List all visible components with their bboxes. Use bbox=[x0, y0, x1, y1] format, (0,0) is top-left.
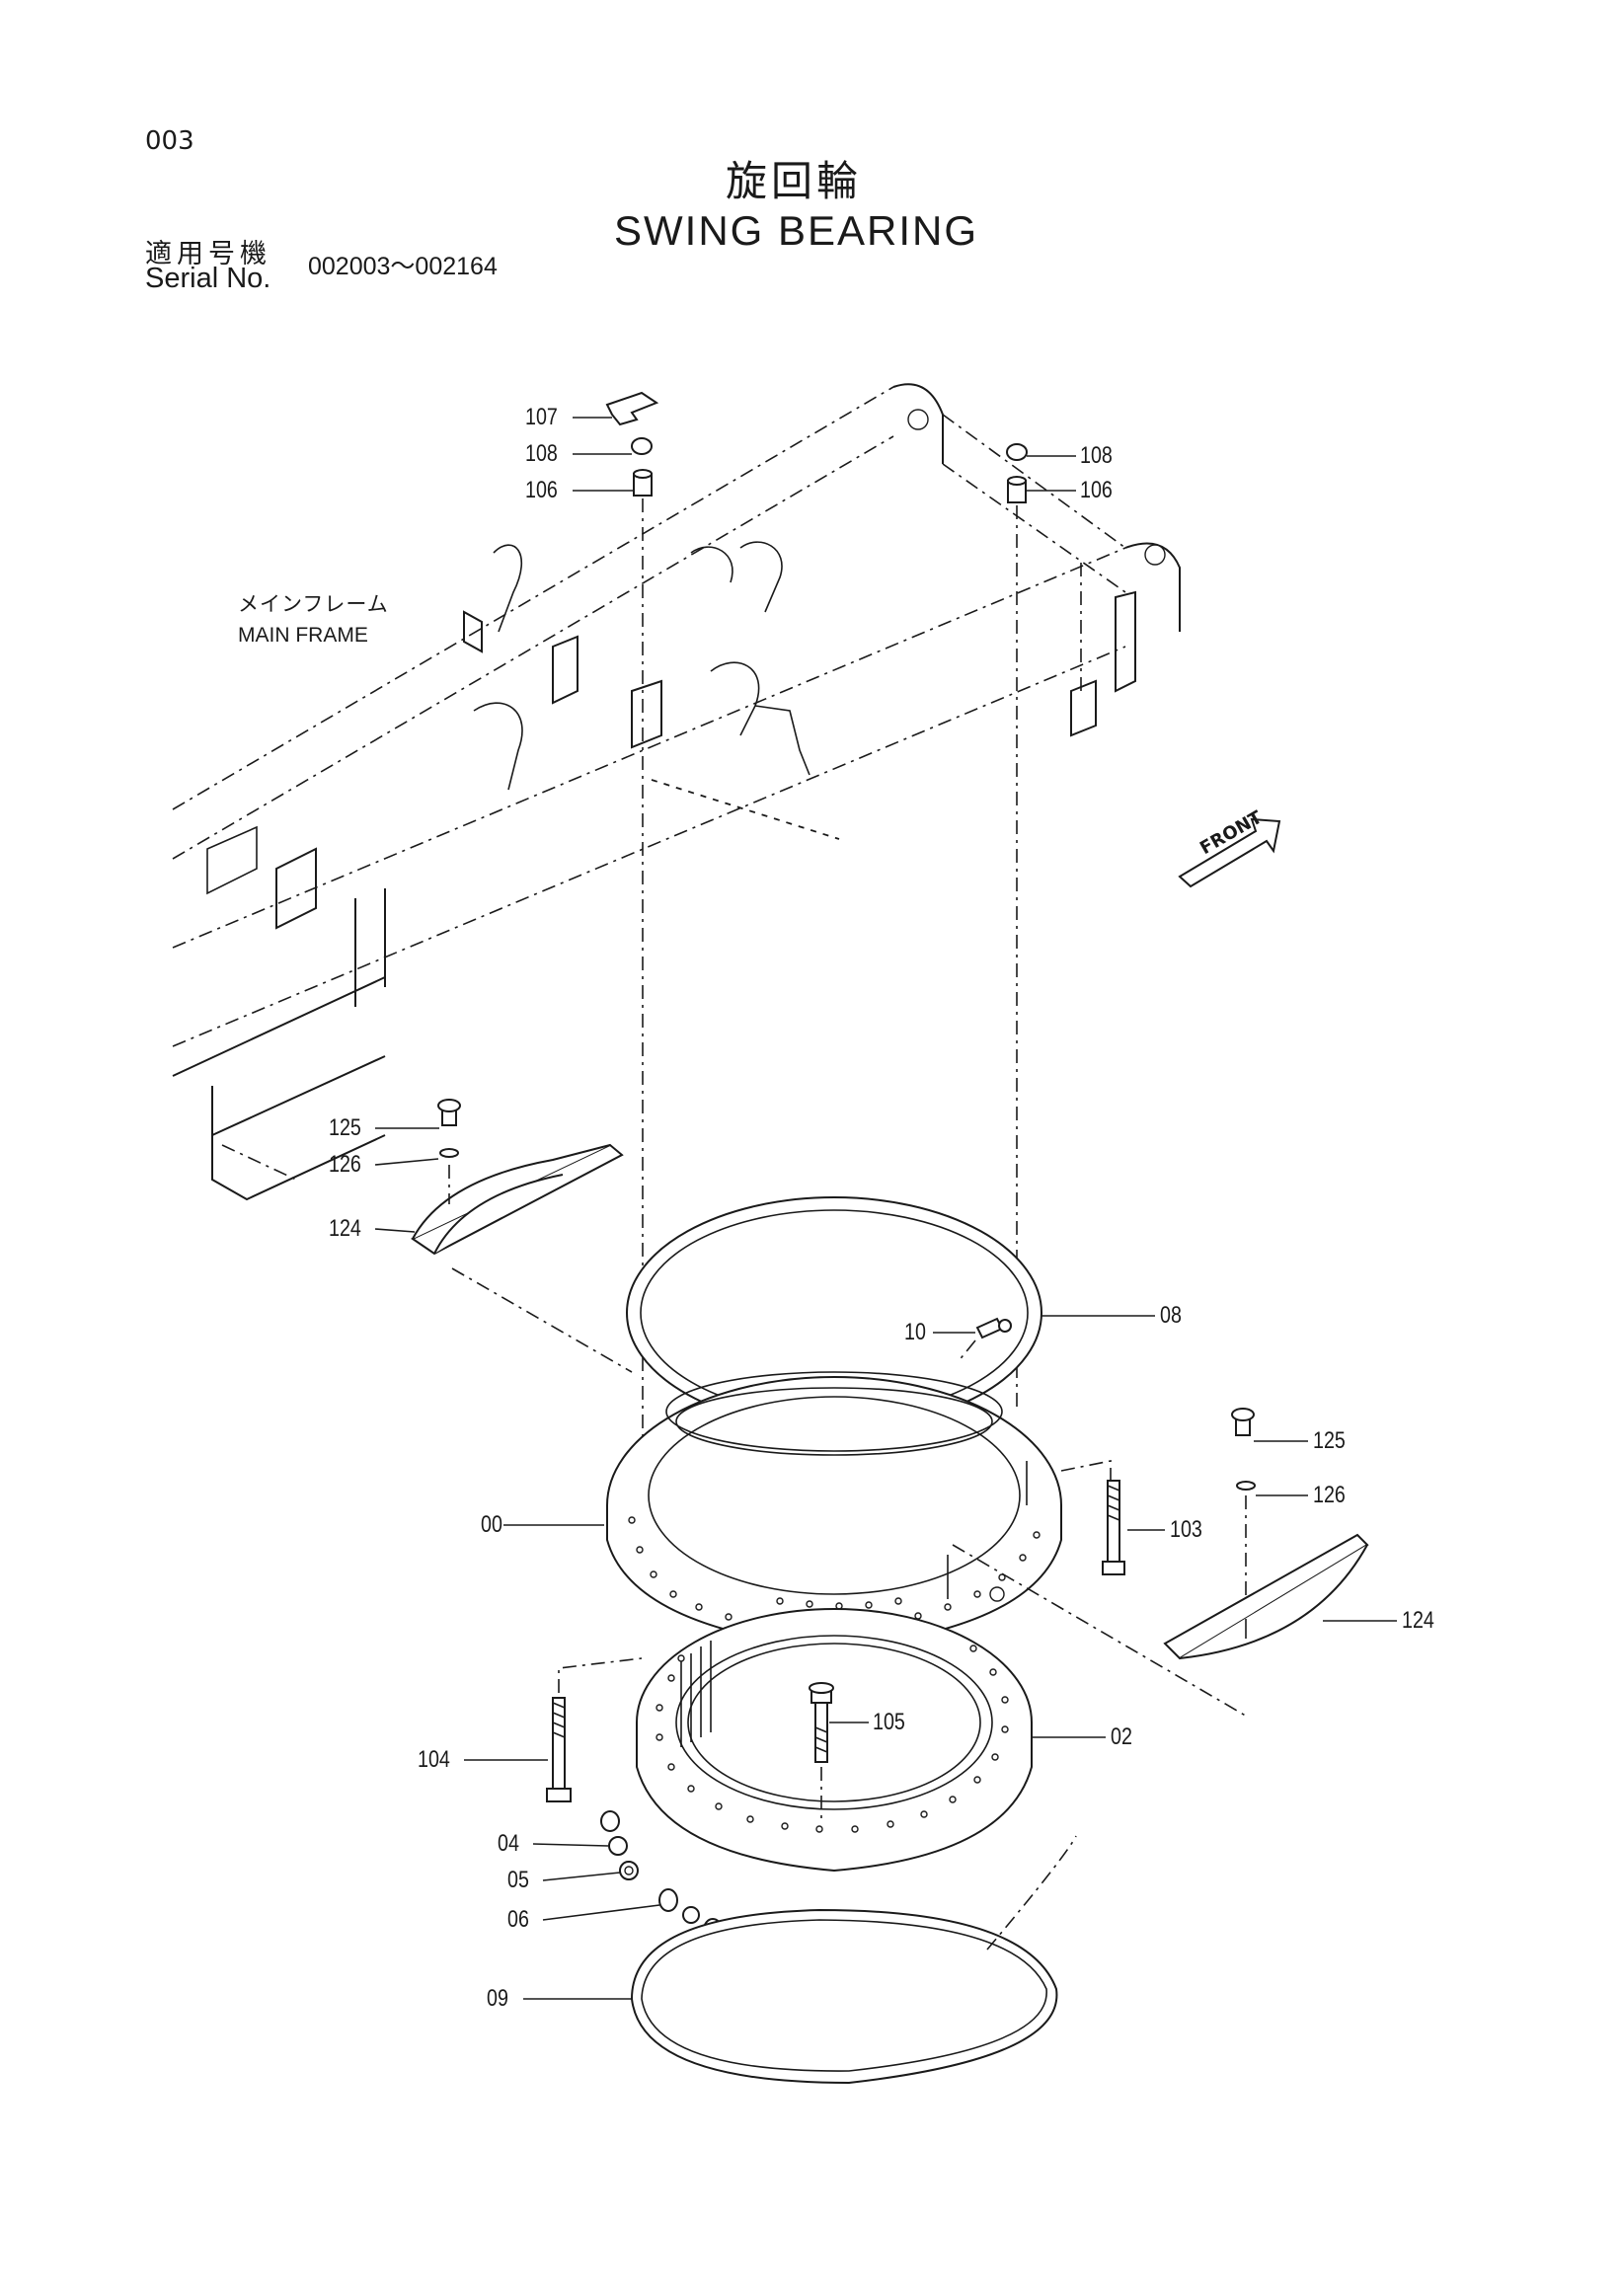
callout-103: 103 bbox=[1170, 1516, 1202, 1543]
inner-race bbox=[636, 1608, 1033, 1873]
callout-10: 10 bbox=[904, 1319, 926, 1345]
callout-126-right: 126 bbox=[1313, 1482, 1346, 1508]
bolt-104 bbox=[546, 1657, 643, 1802]
title-japanese: 旋回輪 bbox=[726, 157, 863, 205]
callout-125-right: 125 bbox=[1313, 1427, 1346, 1454]
callout-106-left: 106 bbox=[525, 477, 558, 503]
right-wear-plate bbox=[1163, 1408, 1369, 1660]
callout-107: 107 bbox=[525, 404, 558, 430]
inner-race-bolt-holes bbox=[656, 1645, 1009, 1833]
front-arrow bbox=[1178, 817, 1281, 888]
grease-fitting bbox=[957, 1317, 1012, 1363]
callout-108-right: 108 bbox=[1080, 442, 1113, 469]
bolt-105 bbox=[809, 1682, 834, 1821]
main-frame-label-japanese: メインフレーム bbox=[238, 592, 389, 616]
callout-09: 09 bbox=[487, 1985, 508, 2012]
callout-05: 05 bbox=[507, 1867, 529, 1893]
callout-04: 04 bbox=[498, 1830, 519, 1857]
title-english: SWING BEARING bbox=[614, 207, 979, 254]
main-frame-label-english: MAIN FRAME bbox=[238, 624, 368, 647]
leader-lines bbox=[374, 417, 1397, 2000]
callout-06: 06 bbox=[507, 1906, 529, 1933]
callout-125-left: 125 bbox=[329, 1114, 361, 1141]
callout-126-left: 126 bbox=[329, 1151, 361, 1178]
serial-label-english: Serial No. bbox=[145, 263, 271, 294]
callout-02: 02 bbox=[1111, 1723, 1132, 1750]
callout-124-right: 124 bbox=[1402, 1607, 1434, 1634]
serial-label-japanese: 適用号機 bbox=[145, 239, 271, 269]
main-frame-outline bbox=[172, 383, 1181, 1201]
lower-seal-ring bbox=[630, 1835, 1077, 2085]
callout-00: 00 bbox=[481, 1511, 502, 1538]
serial-range: 002003～002164 bbox=[308, 253, 498, 280]
callout-104: 104 bbox=[418, 1746, 450, 1773]
bolt-103 bbox=[1102, 1480, 1125, 1575]
callout-124-left: 124 bbox=[329, 1215, 361, 1242]
callout-108-left: 108 bbox=[525, 440, 558, 467]
callout-105: 105 bbox=[873, 1709, 905, 1735]
callout-08: 08 bbox=[1160, 1302, 1182, 1329]
left-wear-plate bbox=[410, 1099, 633, 1373]
callout-106-right: 106 bbox=[1080, 477, 1113, 503]
page-number: 003 bbox=[145, 126, 194, 156]
